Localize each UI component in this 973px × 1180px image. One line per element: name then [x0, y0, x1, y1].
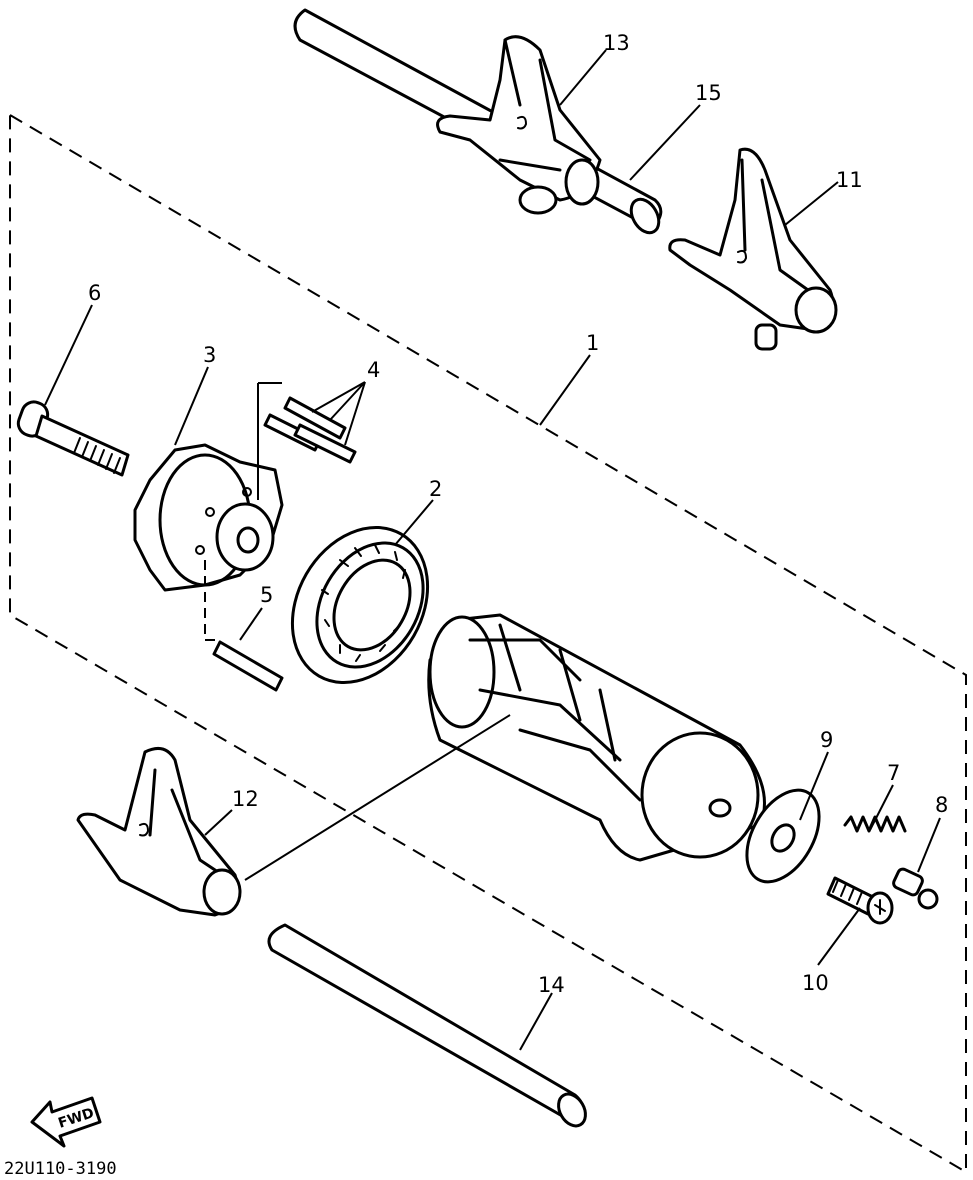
callout-13: 13 — [603, 31, 630, 55]
shift-fork-12 — [76, 746, 242, 917]
bolt-6 — [16, 400, 130, 477]
callout-9: 9 — [820, 728, 833, 752]
callout-10: 10 — [802, 971, 829, 995]
callout-14: 14 — [538, 973, 565, 997]
callout-6: 6 — [88, 281, 101, 305]
fork-shaft-lower — [267, 923, 587, 1128]
callout-11: 11 — [836, 168, 863, 192]
leader-lines — [44, 49, 941, 1051]
fwd-arrow-icon: FWD — [30, 1096, 102, 1148]
washer-9 — [745, 788, 821, 884]
callout-15: 15 — [695, 81, 722, 105]
pins-4 — [257, 382, 357, 500]
callout-labels: 1 2 3 4 5 6 7 8 9 10 11 12 13 14 15 — [88, 31, 948, 997]
callout-8: 8 — [935, 793, 948, 817]
callout-1: 1 — [586, 331, 599, 355]
pin-5 — [204, 560, 284, 692]
shift-fork-11 — [668, 147, 838, 351]
assembly-boundary — [9, 113, 967, 1174]
callout-3: 3 — [203, 343, 216, 367]
callout-12: 12 — [232, 787, 259, 811]
diagram-code: 22U110-3190 — [4, 1159, 117, 1179]
callout-7: 7 — [887, 761, 900, 785]
pin-8 — [892, 867, 939, 910]
shift-cam-segment-3 — [133, 443, 284, 592]
screw-10 — [826, 876, 894, 925]
callout-5: 5 — [260, 583, 273, 607]
bearing-2 — [290, 526, 430, 684]
shift-fork-13 — [436, 35, 602, 215]
spring-7 — [843, 815, 907, 833]
callout-4: 4 — [367, 358, 380, 382]
callout-2: 2 — [429, 477, 442, 501]
shift-drum — [427, 613, 766, 862]
